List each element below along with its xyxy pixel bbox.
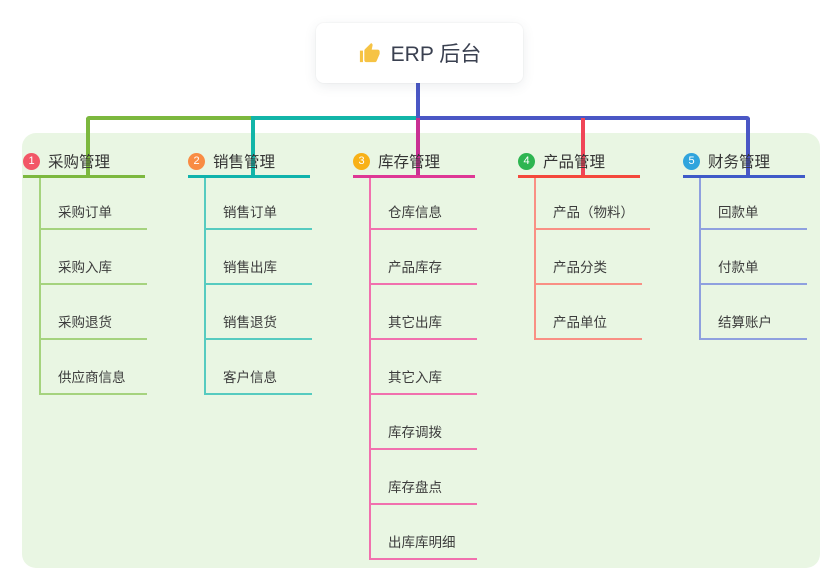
child-label: 产品单位 (553, 315, 607, 330)
branch-node[interactable]: 5 财务管理 (683, 147, 805, 178)
child-label: 其它入库 (388, 370, 442, 385)
child-label: 供应商信息 (58, 370, 126, 385)
branch-label: 销售管理 (213, 154, 276, 171)
connector-branch-drop (581, 118, 585, 178)
branch-销售管理: 2 销售管理销售订单销售出库销售退货客户信息 (188, 147, 328, 395)
branch-number-badge: 5 (683, 152, 700, 170)
child-node[interactable]: 产品单位 (536, 285, 642, 340)
branch-财务管理: 5 财务管理回款单付款单结算账户 (683, 147, 823, 340)
connector-branch-drop (251, 118, 255, 178)
child-node[interactable]: 其它出库 (371, 285, 477, 340)
child-label: 库存调拨 (388, 425, 442, 440)
child-label: 销售退货 (223, 315, 277, 330)
branch-label: 采购管理 (48, 154, 111, 171)
connector-bus-left (86, 116, 255, 120)
branch-产品管理: 4 产品管理产品（物料） 产品分类产品单位 (518, 147, 658, 340)
connector-root-drop (416, 82, 420, 118)
branch-采购管理: 1 采购管理采购订单采购入库采购退货供应商信息 (23, 147, 163, 395)
child-label: 库存盘点 (388, 480, 442, 495)
branch-number-badge: 2 (188, 152, 205, 170)
connector-bus-mid (251, 116, 420, 120)
branch-children: 采购订单采购入库采购退货供应商信息 (39, 178, 147, 395)
branch-number-badge: 1 (23, 152, 40, 170)
branch-children: 产品（物料） 产品分类产品单位 (534, 178, 650, 340)
child-node[interactable]: 产品分类 (536, 230, 642, 285)
branch-node[interactable]: 1 采购管理 (23, 147, 145, 178)
connector-branch-drop (86, 118, 90, 178)
child-label: 出库库明细 (388, 535, 456, 550)
child-node[interactable]: 销售订单 (206, 178, 312, 230)
child-label: 其它出库 (388, 315, 442, 330)
child-node[interactable]: 付款单 (701, 230, 807, 285)
connector-branch-drop (746, 118, 750, 178)
child-label: 销售订单 (223, 205, 277, 220)
child-node[interactable]: 库存盘点 (371, 450, 477, 505)
branch-node[interactable]: 3 库存管理 (353, 147, 475, 178)
child-node[interactable]: 采购退货 (41, 285, 147, 340)
child-label: 结算账户 (718, 315, 772, 330)
child-node[interactable]: 供应商信息 (41, 340, 147, 395)
root-label: ERP 后台 (390, 43, 482, 66)
branch-children: 仓库信息产品库存其它出库其它入库库存调拨库存盘点出库库明细 (369, 178, 477, 560)
branch-node[interactable]: 4 产品管理 (518, 147, 640, 178)
child-node[interactable]: 出库库明细 (371, 505, 477, 560)
branch-label: 财务管理 (708, 154, 771, 171)
branch-label: 库存管理 (378, 154, 441, 171)
child-label: 回款单 (718, 205, 759, 220)
child-node[interactable]: 销售出库 (206, 230, 312, 285)
branch-label: 产品管理 (543, 154, 606, 171)
branch-库存管理: 3 库存管理仓库信息产品库存其它出库其它入库库存调拨库存盘点出库库明细 (353, 147, 493, 560)
child-node[interactable]: 销售退货 (206, 285, 312, 340)
child-label: 仓库信息 (388, 205, 442, 220)
child-label: 采购退货 (58, 315, 112, 330)
child-node[interactable]: 其它入库 (371, 340, 477, 395)
branch-children: 销售订单销售出库销售退货客户信息 (204, 178, 312, 395)
child-node[interactable]: 库存调拨 (371, 395, 477, 450)
child-node[interactable]: 采购入库 (41, 230, 147, 285)
child-label: 采购入库 (58, 260, 112, 275)
child-label: 客户信息 (223, 370, 277, 385)
branch-number-badge: 3 (353, 152, 370, 170)
child-node[interactable]: 结算账户 (701, 285, 807, 340)
child-label: 采购订单 (58, 205, 112, 220)
connector-branch-drop (416, 118, 420, 178)
child-label: 产品分类 (553, 260, 607, 275)
child-node[interactable]: 产品库存 (371, 230, 477, 285)
branches-panel (22, 133, 820, 568)
child-node[interactable]: 客户信息 (206, 340, 312, 395)
child-node[interactable]: 产品（物料） (536, 178, 650, 230)
branch-children: 回款单付款单结算账户 (699, 178, 807, 340)
child-node[interactable]: 回款单 (701, 178, 807, 230)
child-label: 产品库存 (388, 260, 442, 275)
branch-node[interactable]: 2 销售管理 (188, 147, 310, 178)
child-node[interactable]: 仓库信息 (371, 178, 477, 230)
thumbs-up-icon (358, 42, 381, 65)
child-node[interactable]: 采购订单 (41, 178, 147, 230)
child-label: 产品（物料） (553, 205, 634, 220)
child-label: 销售出库 (223, 260, 277, 275)
branch-number-badge: 4 (518, 152, 535, 170)
child-label: 付款单 (718, 260, 759, 275)
root-node[interactable]: ERP 后台 (316, 23, 523, 83)
